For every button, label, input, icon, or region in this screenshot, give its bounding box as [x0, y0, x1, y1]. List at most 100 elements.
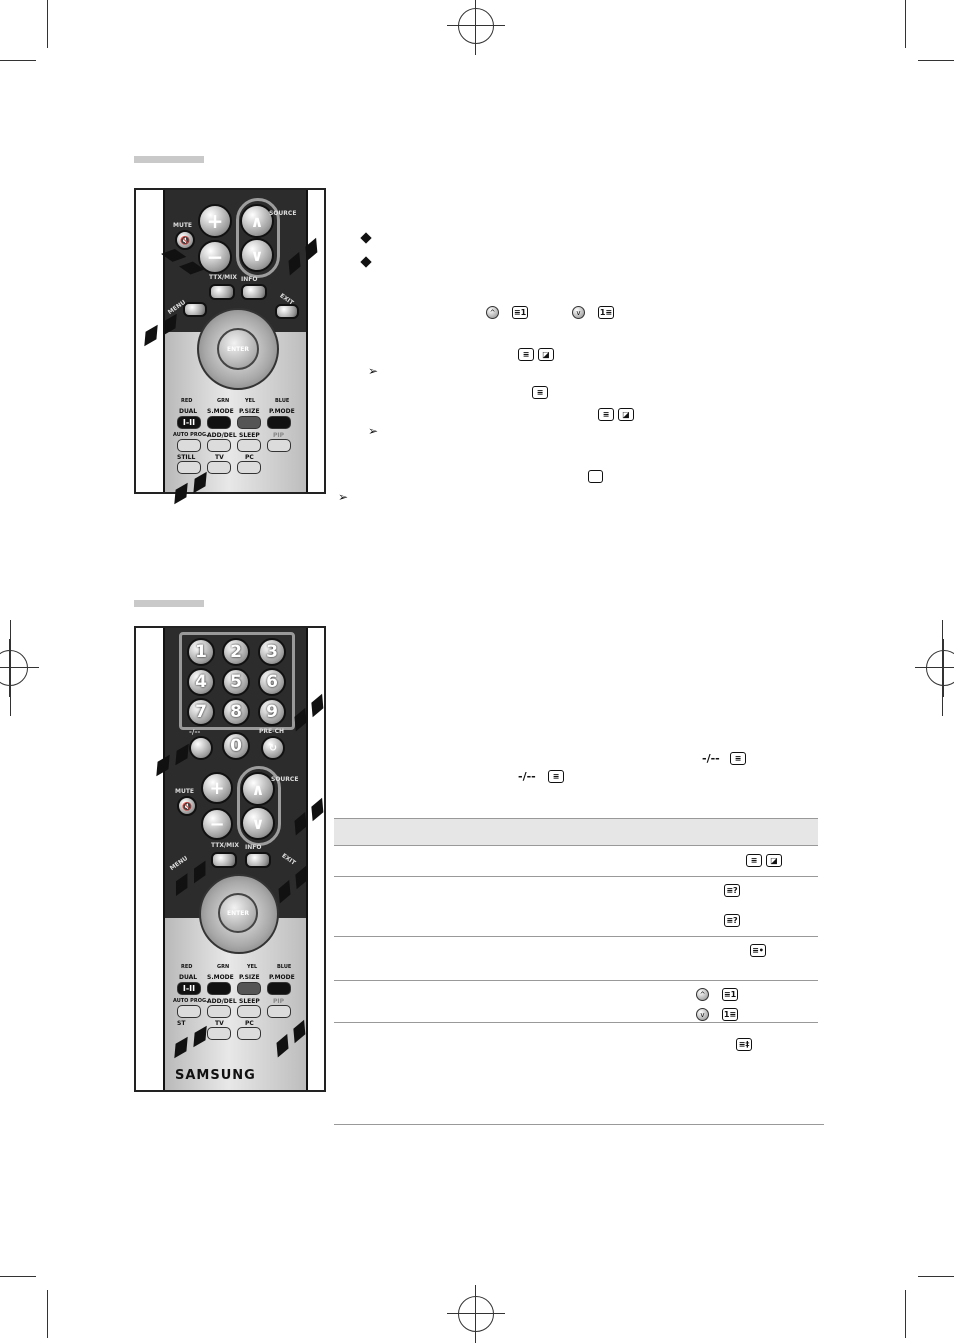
number-button-4[interactable]: 4	[187, 668, 215, 696]
tv-label: TV	[215, 454, 224, 461]
add-del-label: ADD/DEL	[207, 998, 237, 1005]
teletext-mix-icon: ◪	[538, 348, 554, 361]
teletext-mix-icon: ◪	[618, 408, 634, 421]
pc-button[interactable]	[237, 1027, 261, 1040]
teletext-hold-icon: ≡•	[750, 944, 766, 957]
pmode-label: P.MODE	[269, 408, 295, 415]
sleep-label: SLEEP	[239, 998, 260, 1005]
red-label: RED	[181, 964, 193, 970]
ttx-mix-label: TTX/MIX	[209, 274, 237, 281]
still-button[interactable]	[177, 461, 201, 474]
auto-prog-button[interactable]	[177, 1005, 201, 1018]
number-button-8[interactable]: 8	[222, 698, 250, 726]
psize-label: P.SIZE	[239, 408, 260, 415]
remote-body: + − ∧ ∨ MUTE 🔇 SOURCE TTX/MIX INFO MENU …	[163, 190, 308, 492]
info-label: INFO	[241, 276, 258, 283]
enter-label: ENTER	[227, 345, 249, 353]
channel-up-icon: ^	[696, 988, 709, 1001]
prech-label: PRE-CH	[259, 728, 285, 735]
teletext-cancel-icon: ≡‡	[736, 1038, 752, 1051]
menu-label: MENU	[168, 854, 190, 873]
enter-button[interactable]: ENTER	[218, 893, 258, 933]
sleep-label: SLEEP	[239, 432, 260, 439]
dash-symbol: -/--	[518, 770, 536, 783]
volume-down-button[interactable]: −	[201, 808, 233, 840]
yel-label: YEL	[247, 964, 258, 970]
exit-button[interactable]	[275, 304, 299, 319]
number-button-1[interactable]: 1	[187, 638, 215, 666]
number-button-5[interactable]: 5	[222, 668, 250, 696]
smode-button[interactable]	[207, 416, 231, 429]
auto-prog-label: AUTO PROG.	[173, 432, 208, 438]
smode-label: S.MODE	[207, 408, 234, 415]
psize-button[interactable]	[237, 982, 261, 995]
dash-label: -/--	[189, 728, 201, 736]
note-arrow-icon: ➢	[368, 364, 379, 378]
ttx-mix-button[interactable]	[209, 284, 235, 300]
volume-up-button[interactable]: +	[198, 204, 232, 238]
add-del-button[interactable]	[207, 439, 231, 452]
enter-button[interactable]: ENTER	[217, 328, 259, 370]
table-header	[334, 818, 818, 846]
number-button-9[interactable]: 9	[258, 698, 286, 726]
tv-label: TV	[215, 1020, 224, 1027]
crop-mark	[47, 1290, 48, 1338]
number-button-6[interactable]: 6	[258, 668, 286, 696]
dual-button[interactable]: I-II	[177, 416, 201, 429]
teletext-on-icon: ≡	[598, 408, 614, 421]
channel-up-button[interactable]: ∧	[241, 772, 275, 806]
teletext-prev-page-icon: 1≡	[598, 306, 614, 319]
number-button-3[interactable]: 3	[258, 638, 286, 666]
teletext-reveal-icon: ≡?	[724, 914, 740, 927]
add-del-button[interactable]	[207, 1005, 231, 1018]
channel-up-button[interactable]: ∧	[240, 204, 274, 238]
still-label: ST	[177, 1020, 186, 1027]
bullet-diamond	[360, 256, 372, 268]
info-button[interactable]	[241, 284, 267, 300]
pc-button[interactable]	[237, 461, 261, 474]
mute-button[interactable]: 🔇	[177, 796, 197, 816]
enter-label: ENTER	[227, 909, 249, 917]
channel-rocker	[237, 766, 281, 846]
bullet-diamond	[360, 232, 372, 244]
add-del-label: ADD/DEL	[207, 432, 237, 439]
exit-label: EXIT	[280, 852, 297, 867]
blue-label: BLUE	[275, 398, 290, 404]
registration-mark	[447, 0, 505, 55]
pmode-button[interactable]	[267, 982, 291, 995]
sleep-button[interactable]	[237, 1005, 261, 1018]
pmode-button[interactable]	[267, 416, 291, 429]
number-button-2[interactable]: 2	[222, 638, 250, 666]
channel-down-icon: v	[572, 306, 585, 319]
mute-button[interactable]: 🔇	[175, 230, 195, 250]
pip-button[interactable]	[267, 439, 291, 452]
teletext-size-icon: ≡	[548, 770, 564, 783]
teletext-mix-icon: ◪	[766, 854, 782, 867]
channel-down-button[interactable]: ∨	[240, 238, 274, 272]
dual-button[interactable]: I-II	[177, 982, 201, 995]
channel-down-icon: v	[696, 1008, 709, 1021]
teletext-on-icon: ≡	[746, 854, 762, 867]
table-row-divider	[334, 876, 818, 877]
number-button-7[interactable]: 7	[187, 698, 215, 726]
brand-logo: SAMSUNG	[175, 1068, 256, 1083]
sleep-button[interactable]	[237, 439, 261, 452]
prech-button[interactable]: ↻	[261, 736, 285, 760]
pip-button[interactable]	[267, 1005, 291, 1018]
teletext-on-icon: ≡	[518, 348, 534, 361]
crop-mark	[47, 0, 48, 48]
channel-down-button[interactable]: ∨	[241, 806, 275, 840]
grn-label: GRN	[217, 398, 230, 404]
auto-prog-button[interactable]	[177, 439, 201, 452]
note-arrow-icon: ➢	[338, 490, 349, 504]
table-row-divider	[334, 936, 818, 937]
smode-button[interactable]	[207, 982, 231, 995]
info-button[interactable]	[245, 852, 271, 868]
info-label: INFO	[245, 844, 262, 851]
crop-mark	[918, 60, 954, 61]
number-button-0[interactable]: 0	[222, 732, 250, 760]
psize-button[interactable]	[237, 416, 261, 429]
dual-label: DUAL	[179, 974, 198, 981]
volume-up-button[interactable]: +	[201, 772, 233, 804]
mute-label: MUTE	[175, 788, 195, 795]
